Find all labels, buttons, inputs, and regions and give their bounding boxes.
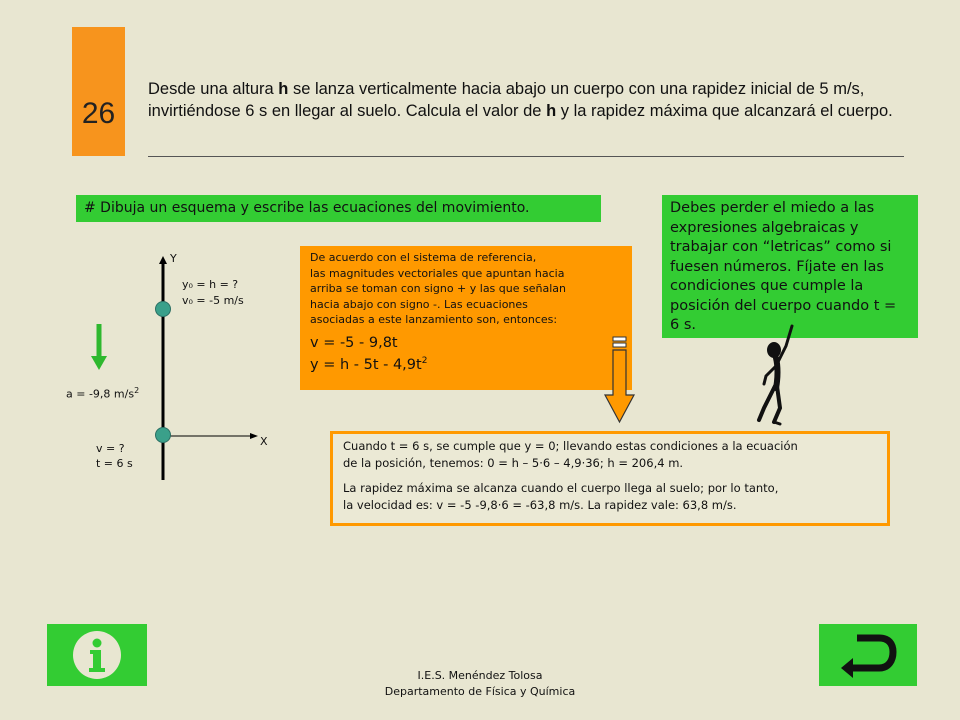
reference-line: De acuerdo con el sistema de referencia, [310, 251, 537, 264]
x-axis-arrowhead [250, 433, 258, 439]
slide-number-box: 26 [72, 27, 125, 156]
y-axis-arrowhead [159, 256, 167, 264]
footer: I.E.S. Menéndez Tolosa Departamento de F… [330, 668, 630, 700]
reference-system-box: De acuerdo con el sistema de referencia,… [300, 246, 632, 390]
solution-box: Cuando t = 6 s, se cumple que y = 0; lle… [330, 431, 890, 526]
stick-figure-icon [757, 324, 794, 426]
axis-y-label: Y [170, 252, 177, 265]
initial-position-label: y₀ = h = ? [182, 278, 239, 291]
final-velocity-label: v = ? [96, 442, 125, 455]
reference-line: arriba se toman con signo + y las que se… [310, 282, 566, 296]
return-button[interactable] [819, 624, 917, 686]
body-top-ball [155, 301, 171, 317]
initial-velocity-label: v₀ = -5 m/s [182, 294, 244, 307]
position-equation: y = h - 5t - 4,9t2 [310, 355, 428, 373]
school-name: I.E.S. Menéndez Tolosa [417, 669, 543, 682]
velocity-equation: v = -5 - 9,8t [310, 334, 398, 351]
down-arrow-icon [604, 336, 636, 424]
acceleration-label: a = -9,8 m/s2 [66, 386, 140, 401]
info-icon [73, 631, 121, 679]
final-time-label: t = 6 s [96, 457, 133, 470]
title-divider [148, 156, 904, 157]
solution-height-paragraph: Cuando t = 6 s, se cumple que y = 0; lle… [343, 439, 798, 470]
hint-box: Debes perder el miedo a las expresiones … [662, 195, 918, 338]
reference-line: las magnitudes vectoriales que apuntan h… [310, 266, 565, 280]
acceleration-arrowhead [91, 356, 107, 370]
problem-statement: Desde una altura h se lanza verticalment… [148, 80, 893, 120]
task-box: # Dibuja un esquema y escribe las ecuaci… [76, 195, 601, 222]
department-name: Departamento de Física y Química [384, 685, 576, 698]
body-bottom-ball [155, 427, 171, 443]
info-button[interactable] [47, 624, 147, 686]
slide-number: 26 [81, 97, 116, 130]
axis-x-label: X [260, 435, 268, 448]
motion-diagram [91, 256, 258, 480]
solution-speed-paragraph: La rapidez máxima se alcanza cuando el c… [343, 481, 779, 512]
reference-line: asociadas a este lanzamiento son, entonc… [310, 313, 558, 327]
return-arrow-icon [841, 634, 897, 678]
reference-line: hacia abajo con signo -. Las ecuaciones [310, 297, 528, 311]
